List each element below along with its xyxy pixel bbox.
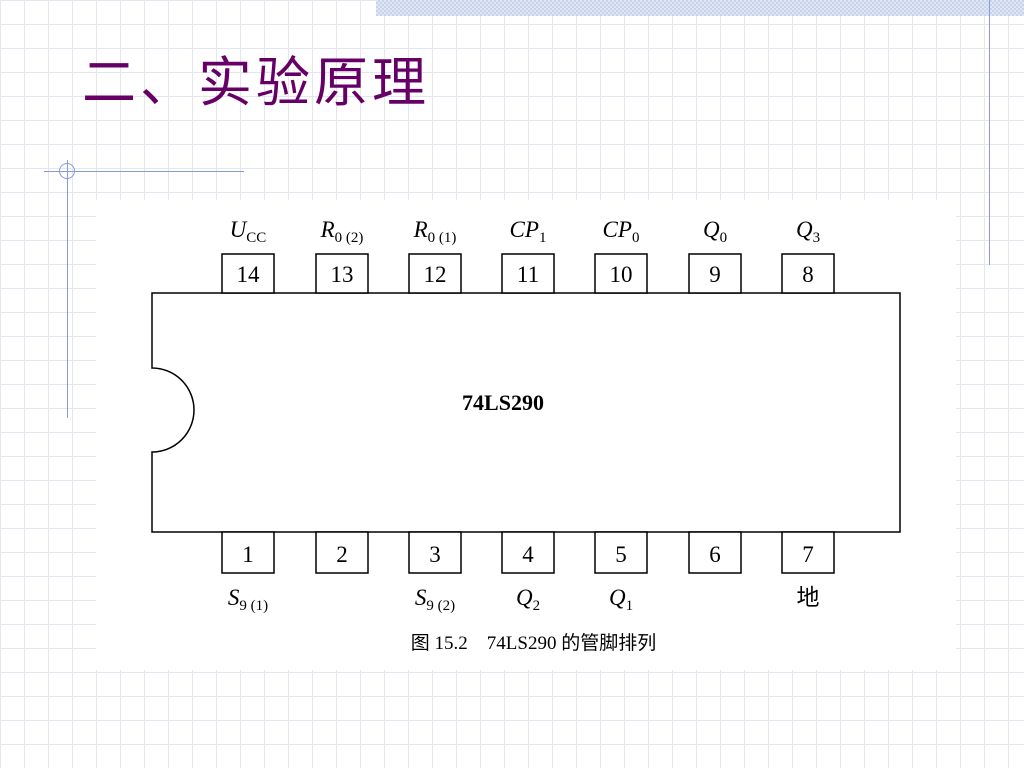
bottom-pin-6 [688,531,742,574]
top-pin-label-8: Q3 [796,217,820,246]
slide-title: 二、实验原理 [82,51,430,114]
bottom-pin-number-1: 1 [242,542,254,567]
bottom-pin-number-4: 4 [522,542,534,567]
top-pin-label-12: R0 (1) [413,217,457,246]
top-pin-label-11: CP1 [510,217,547,246]
top-pin-label-9: Q0 [703,217,727,246]
top-pin-number-9: 9 [709,262,721,287]
top-pin-label-10: CP0 [603,217,640,246]
top-pin-label-sub-14: CC [246,230,266,246]
bottom-pin-label-sub-4: 2 [533,598,541,614]
top-pin-label-sub-9: 0 [720,230,728,246]
bottom-pin-number-2: 2 [336,542,348,567]
top-pin-8 [781,253,835,294]
top-pin-label-main-12: R [413,217,428,242]
top-pin-number-14: 14 [237,262,261,287]
figure-caption: 图 15.2 74LS290 的管脚排列 [410,633,657,654]
top-pin-9 [688,253,742,294]
bottom-pin-5 [594,531,648,574]
top-pin-label-14: UCC [230,217,267,246]
chip-body [151,292,901,533]
decorative-line-horizontal [44,171,244,172]
bottom-pin-label-5: Q1 [609,585,633,614]
top-pin-label-sub-11: 1 [539,230,547,246]
top-pin-label-13: R0 (2) [320,217,364,246]
top-pin-label-main-10: CP [603,217,632,242]
bottom-pin-label-main-1: S [228,585,240,610]
bottom-pin-4 [501,531,555,574]
bottom-pin-label-sub-3: 9 (2) [426,598,455,614]
bottom-pin-1 [221,531,275,574]
bottom-pin-label-sub-5: 1 [626,598,634,614]
top-pin-10 [594,253,648,294]
bottom-pin-number-6: 6 [709,542,721,567]
top-pin-number-12: 12 [424,262,447,287]
top-pin-number-11: 11 [517,262,539,287]
top-pin-11 [501,253,555,294]
bottom-pin-number-7: 7 [802,542,814,567]
top-pin-label-main-11: CP [510,217,539,242]
bottom-pin-label-3: S9 (2) [415,585,455,614]
top-pin-number-8: 8 [802,262,814,287]
top-pin-number-13: 13 [331,262,354,287]
bottom-pin-7 [781,531,835,574]
bottom-pin-number-5: 5 [615,542,627,567]
top-pin-number-10: 10 [610,262,633,287]
bottom-pin-label-main-7: 地 [797,585,820,611]
bottom-pin-label-sub-1: 9 (1) [239,598,268,614]
bottom-pin-label-1: S9 (1) [228,585,268,614]
bottom-pin-3 [408,531,462,574]
header-band [376,0,1024,16]
top-pin-label-main-9: Q [703,217,720,242]
top-pin-label-main-13: R [320,217,335,242]
bottom-pin-2 [315,531,369,574]
bottom-pin-label-main-4: Q [516,585,533,610]
bottom-pin-label-main-5: Q [609,585,626,610]
top-pin-label-sub-12: 0 (1) [428,230,457,246]
chip-name: 74LS290 [462,390,544,415]
bottom-pin-number-3: 3 [429,542,441,567]
decorative-line-left [67,160,68,418]
top-pin-14 [221,253,275,294]
top-pin-label-sub-10: 0 [632,230,640,246]
top-pin-label-sub-13: 0 (2) [335,230,364,246]
bottom-pin-label-main-3: S [415,585,427,610]
top-pin-label-sub-8: 3 [813,230,821,246]
bottom-pin-label-4: Q2 [516,585,540,614]
top-pin-label-main-8: Q [796,217,813,242]
top-pin-label-main-14: U [230,217,248,242]
bottom-pin-label-7: 地 [797,585,820,611]
decorative-line-right [989,0,990,265]
top-pin-12 [408,253,462,294]
top-pin-13 [315,253,369,294]
decorative-ring-icon [59,163,75,179]
